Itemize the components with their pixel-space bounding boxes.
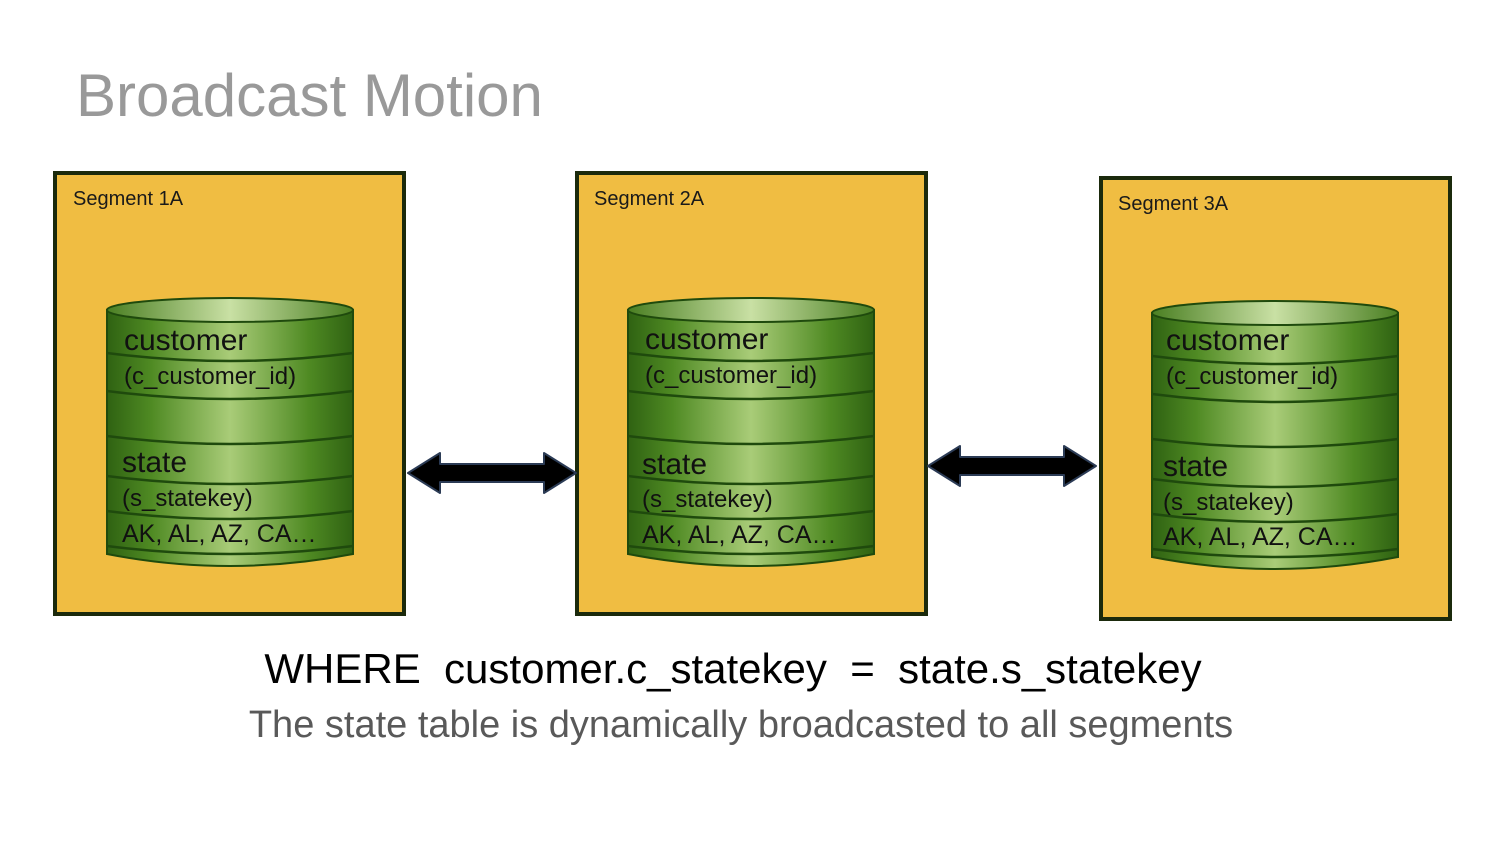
database-cylinder-1a: customer (c_customer_id) state (s_statek…: [105, 296, 355, 568]
segment-label-2a: Segment 2A: [594, 188, 705, 210]
state-table-values: AK, AL, AZ, CA…: [122, 520, 317, 548]
customer-table-key: (c_customer_id): [124, 363, 297, 390]
state-table-values: AK, AL, AZ, CA…: [642, 521, 837, 549]
state-table-key: (s_statekey): [1163, 489, 1294, 516]
caption: The state table is dynamically broadcast…: [248, 704, 1234, 746]
database-cylinder-2a: customer (c_customer_id) state (s_statek…: [626, 296, 876, 568]
state-table-name: state: [1163, 450, 1229, 483]
customer-table-name: customer: [645, 323, 769, 356]
database-icon: [106, 297, 354, 567]
database-icon: [1151, 300, 1399, 570]
double-arrow-icon: [407, 452, 577, 494]
state-table-key: (s_statekey): [642, 486, 773, 513]
segment-label-3a: Segment 3A: [1118, 193, 1229, 215]
state-table-name: state: [642, 448, 708, 481]
where-clause: WHERE customer.c_statekey = state.s_stat…: [264, 645, 1202, 692]
state-table-name: state: [122, 446, 188, 479]
database-icon: [627, 297, 875, 567]
customer-table-name: customer: [1166, 324, 1290, 357]
state-table-key: (s_statekey): [122, 485, 253, 512]
segment-label-1a: Segment 1A: [73, 188, 184, 210]
state-table-values: AK, AL, AZ, CA…: [1163, 523, 1358, 551]
slide-title: Broadcast Motion: [76, 62, 543, 129]
customer-table-key: (c_customer_id): [645, 362, 818, 389]
double-arrow-icon: [927, 445, 1097, 487]
customer-table-name: customer: [124, 324, 248, 357]
database-cylinder-3a: customer (c_customer_id) state (s_statek…: [1150, 299, 1400, 571]
customer-table-key: (c_customer_id): [1166, 363, 1339, 390]
